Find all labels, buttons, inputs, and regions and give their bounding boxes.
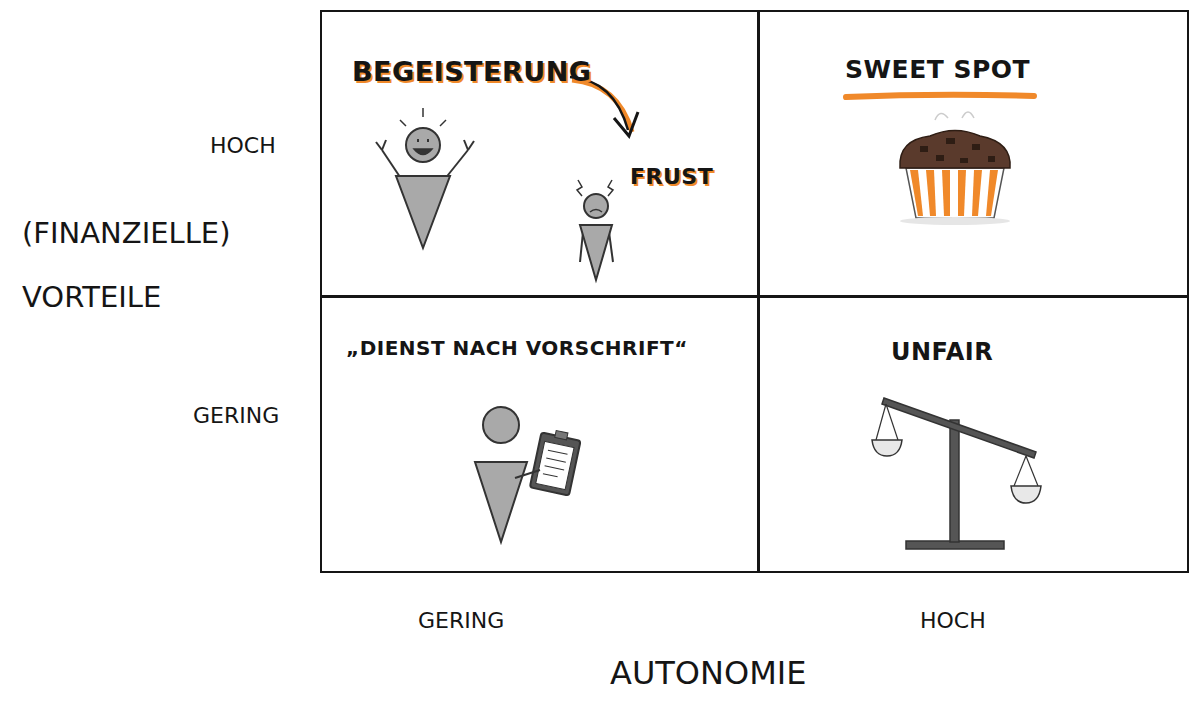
highlight-underline <box>846 95 1034 97</box>
frustrated-figure-part <box>577 180 582 196</box>
happy-figure-part <box>400 120 406 126</box>
happy-figure-part <box>464 140 468 150</box>
axis-label: HOCH <box>920 608 1020 634</box>
clipboard-figure-part <box>475 462 527 542</box>
scale-illustration-part <box>886 404 898 440</box>
cupcake-illustration-part-part <box>972 144 980 150</box>
transition-arrow-part <box>614 112 638 136</box>
quadrant-cell: „DIENST NACH VORSCHRIFT“ <box>320 295 760 573</box>
happy-figure-part <box>406 128 440 162</box>
clipboard-figure-part <box>515 470 540 478</box>
scale-illustration <box>872 398 1041 549</box>
cupcake-illustration-part-part <box>946 138 955 144</box>
happy-figure-part <box>396 176 450 248</box>
axis-label: GERING <box>193 403 313 429</box>
cupcake-illustration <box>900 112 1010 225</box>
scale-illustration-part <box>950 420 959 542</box>
cupcake-illustration-part-part <box>958 170 966 216</box>
clipboard-figure-part-part <box>555 430 568 439</box>
happy-figure-part <box>440 120 446 126</box>
happy-figure-part <box>468 141 474 150</box>
happy-figure-part <box>417 139 419 142</box>
cupcake-illustration-part-part <box>988 156 995 162</box>
frustrated-figure-part <box>608 180 613 196</box>
happy-figure-part <box>414 149 432 155</box>
axis-label: GERING <box>418 608 558 634</box>
clipboard-figure-part-part <box>543 474 558 477</box>
quadrant-cell: UNFAIR <box>757 295 1189 573</box>
frustrated-figure <box>577 180 613 280</box>
clipboard-figure-part-part <box>530 432 581 495</box>
scale-illustration-part <box>882 398 1036 458</box>
scale-illustration-part <box>1011 486 1041 503</box>
scale-illustration-part <box>1014 456 1026 486</box>
clipboard-figure-part <box>483 407 519 443</box>
frustrated-figure-part <box>590 210 602 213</box>
cupcake-illustration-part-part <box>986 170 998 216</box>
cupcake-illustration-part-part <box>910 170 923 216</box>
cupcake-illustration-part-part <box>936 155 944 161</box>
cupcake-illustration-part-part <box>942 170 950 216</box>
quadrant-title: FRUST <box>630 164 750 189</box>
quadrant-cell: SWEET SPOT <box>757 10 1189 298</box>
quadrant-title: „DIENST NACH VORSCHRIFT“ <box>346 337 746 360</box>
cupcake-illustration-part-part <box>926 170 936 216</box>
axis-label: HOCH <box>210 133 310 159</box>
frustrated-figure-part <box>584 194 608 218</box>
clipboard-figure-part-part <box>548 450 568 454</box>
cupcake-illustration-part <box>906 168 1004 218</box>
axis-label: AUTONOMIE <box>610 654 870 692</box>
clipboard-figure-part-part <box>546 458 566 462</box>
scale-illustration-part <box>876 404 886 440</box>
scale-illustration-part <box>1026 456 1038 486</box>
clipboard-figure-part-part <box>545 466 565 470</box>
happy-figure-part <box>376 142 382 150</box>
scale-illustration-part <box>872 440 902 456</box>
cupcake-illustration-part <box>910 170 998 216</box>
clipboard-figure-part <box>530 428 582 496</box>
happy-figure-part <box>422 108 424 117</box>
quadrant-title: BEGEISTERUNG <box>352 56 612 87</box>
frustrated-figure-part <box>580 225 612 280</box>
cupcake-illustration-part <box>900 217 1010 225</box>
cupcake-illustration-part-part <box>972 170 982 216</box>
quadrant-cell: BEGEISTERUNG FRUST <box>320 10 760 298</box>
cupcake-illustration-part-part <box>960 158 968 163</box>
happy-figure-part <box>427 139 429 142</box>
happy-figure-part <box>382 140 386 150</box>
cupcake-illustration-part-part <box>920 146 928 152</box>
clipboard-figure-part-part <box>536 441 574 489</box>
cupcake-illustration-part <box>900 131 1010 169</box>
quadrant-title: SWEET SPOT <box>845 56 1165 85</box>
cupcake-illustration-part <box>920 138 995 163</box>
cupcake-illustration-part <box>935 112 974 120</box>
axis-label: (FINANZIELLE) VORTEILE <box>22 202 284 330</box>
quadrant-title: UNFAIR <box>891 339 1091 367</box>
happy-figure <box>376 108 474 248</box>
clipboard-figure <box>475 407 582 542</box>
